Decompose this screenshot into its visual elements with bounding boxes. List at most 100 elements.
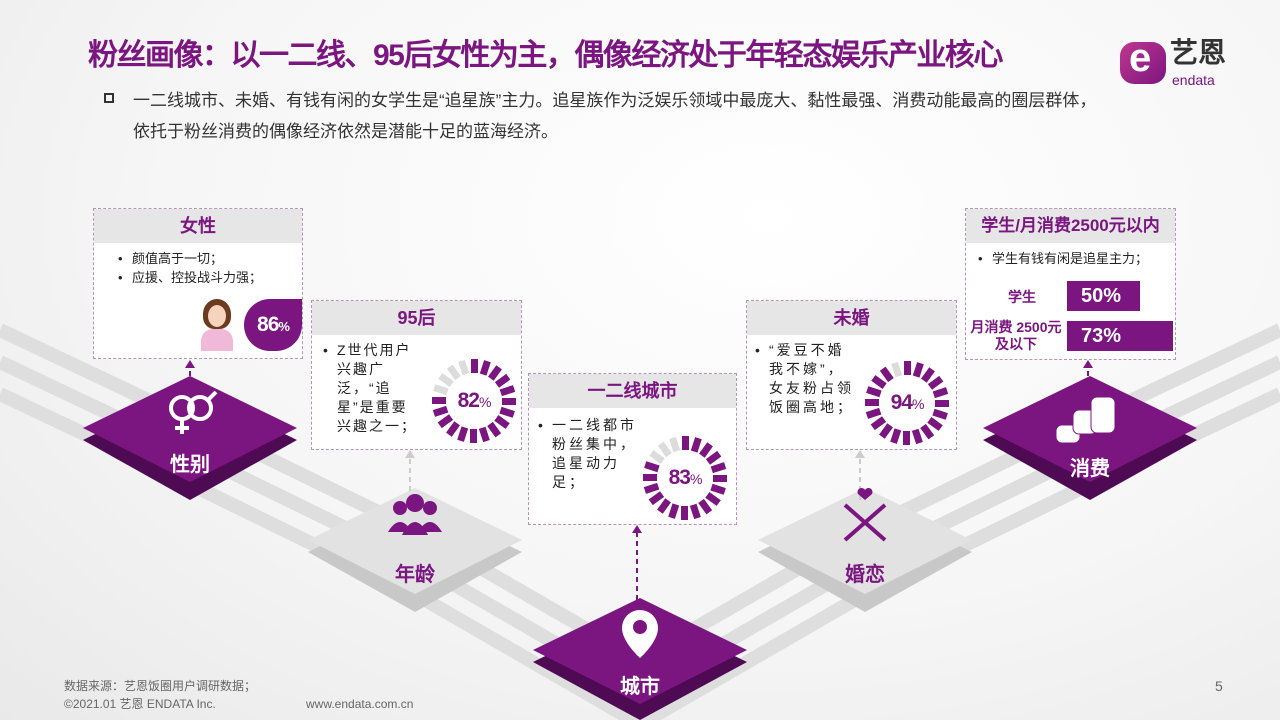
logo-mark-icon	[1120, 36, 1166, 84]
location-pin-icon	[622, 610, 658, 658]
ring-segment-filled	[499, 406, 515, 418]
ring-segment-filled	[865, 399, 879, 406]
ring-segment-filled	[904, 361, 911, 375]
ring-segment-filled	[890, 428, 902, 444]
ring-segment-filled	[488, 365, 502, 381]
ring-segment-filled	[499, 385, 516, 397]
ring-segment-filled	[932, 387, 949, 399]
ring-gauge-city: 83%	[641, 434, 729, 522]
ring-segment-filled	[648, 491, 665, 506]
ring-segment-filled	[471, 359, 478, 373]
platform-age	[308, 488, 522, 612]
logo-en: endata	[1172, 72, 1215, 88]
ring-segment-filled	[644, 461, 660, 473]
ring-segment-empty	[458, 359, 470, 376]
ring-segment-filled	[935, 400, 949, 407]
ring-segment-empty	[657, 441, 672, 458]
data-source: 数据来源：艺恩饭圈用户调研数据；	[64, 679, 257, 693]
ring-segment-filled	[494, 415, 510, 429]
platform-label-age: 年龄	[395, 564, 435, 586]
stat-bar-spend: 73%	[1067, 321, 1173, 351]
percent-unit: %	[911, 396, 924, 412]
ring-segment-filled	[681, 506, 688, 520]
ring-segment-filled	[912, 362, 924, 378]
card-gender: 女性 •颜值高于一切；•应援、控投战斗力强； 86%	[93, 208, 303, 359]
ring-segment-empty	[446, 364, 461, 381]
square-bullet-icon	[104, 93, 114, 103]
female-percentage-badge: 86%	[244, 299, 302, 351]
ring-segment-filled	[705, 450, 722, 465]
endata-logo: 艺恩 endata	[1120, 36, 1245, 92]
card-city: 一二线城市 •一二线都市粉丝集中，追星动力足； 83%	[528, 373, 737, 525]
intro-line-2: 依托于粉丝消费的偶像经济依然是潜能十足的蓝海经济。	[133, 122, 558, 141]
ring-segment-filled	[470, 429, 477, 443]
ring-segment-filled	[932, 408, 948, 420]
ring-segment-filled	[689, 503, 701, 520]
card-line: 应援、控投战斗力强；	[132, 270, 263, 285]
card-line: 颜值高于一切；	[132, 251, 224, 266]
ring-segment-filled	[682, 436, 689, 450]
percent-unit: %	[278, 319, 290, 334]
ring-segment-filled	[699, 442, 713, 458]
ring-segment-filled	[879, 423, 893, 439]
ring-gauge-age: 82%	[430, 357, 518, 445]
card-age: 95后 •Z世代用户兴趣广泛，“追星”是重要兴趣之一； 82%	[311, 300, 522, 450]
ring-segment-filled	[479, 360, 491, 376]
coins-icon	[1055, 396, 1116, 444]
percent-value: 94	[890, 391, 913, 414]
platform-marriage	[758, 488, 972, 612]
ring-segment-filled	[502, 398, 516, 405]
ring-segment-filled	[437, 414, 454, 429]
page-title: 粉丝画像：以一二线、95后女性为主，偶像经济处于年轻态娱乐产业核心	[88, 39, 1003, 72]
cupid-arrows-icon	[843, 487, 887, 542]
woman-avatar-icon	[197, 297, 237, 351]
ring-segment-filled	[865, 407, 882, 419]
ring-segment-empty	[433, 384, 449, 396]
ring-segment-filled	[870, 416, 887, 431]
stat-bar-student: 50%	[1067, 281, 1140, 311]
percent-unit: %	[478, 394, 491, 410]
ring-segment-filled	[710, 483, 726, 495]
platform-gender	[83, 376, 297, 500]
ring-segment-filled	[713, 475, 727, 482]
ring-segment-filled	[921, 367, 935, 383]
card-title: 一二线城市	[529, 374, 736, 408]
ring-segment-filled	[432, 405, 449, 417]
ring-segment-filled	[668, 503, 680, 519]
stat-label-student: 学生	[1008, 289, 1036, 305]
platform-label-spend: 消费	[1070, 458, 1110, 480]
ring-segment-filled	[478, 426, 490, 443]
ring-segment-filled	[657, 498, 671, 514]
ring-segment-filled	[866, 386, 882, 398]
ring-segment-filled	[903, 431, 910, 445]
ring-segment-filled	[920, 423, 935, 440]
ring-segment-filled	[927, 375, 944, 390]
gender-icon	[169, 390, 218, 434]
ring-segment-filled	[710, 462, 727, 474]
percent-unit: %	[689, 471, 702, 487]
card-title: 未婚	[747, 301, 956, 335]
card-title: 95后	[312, 301, 521, 335]
ring-segment-empty	[891, 361, 903, 378]
card-line: 学生有钱有闲是追星主力；	[992, 251, 1149, 266]
ring-segment-filled	[927, 417, 943, 431]
intro-line-1: 一二线城市、未婚、有钱有闲的女学生是“追星族”主力。追星族作为泛娱乐领域中最庞大…	[133, 91, 1097, 110]
ring-segment-empty	[438, 373, 454, 387]
ring-segment-filled	[457, 426, 469, 442]
ring-segment-filled	[446, 421, 460, 437]
ring-segment-filled	[690, 437, 702, 453]
platform-label-gender: 性别	[170, 454, 210, 476]
ring-segment-filled	[698, 498, 713, 515]
website-link[interactable]: www.endata.com.cn	[306, 697, 414, 711]
ring-segment-filled	[643, 474, 657, 481]
platform-label-city: 城市	[620, 676, 660, 698]
ring-segment-filled	[487, 421, 502, 438]
card-line: 一二线都市粉丝集中，追星动力足；	[552, 417, 637, 490]
logo-cn: 艺恩	[1170, 37, 1227, 68]
page-number: 5	[1215, 678, 1223, 694]
copyright: ©2021.01 艺恩 ENDATA Inc.	[64, 697, 216, 711]
ring-segment-filled	[432, 397, 446, 404]
percent-value: 86	[257, 313, 279, 336]
ring-segment-empty	[669, 436, 681, 453]
